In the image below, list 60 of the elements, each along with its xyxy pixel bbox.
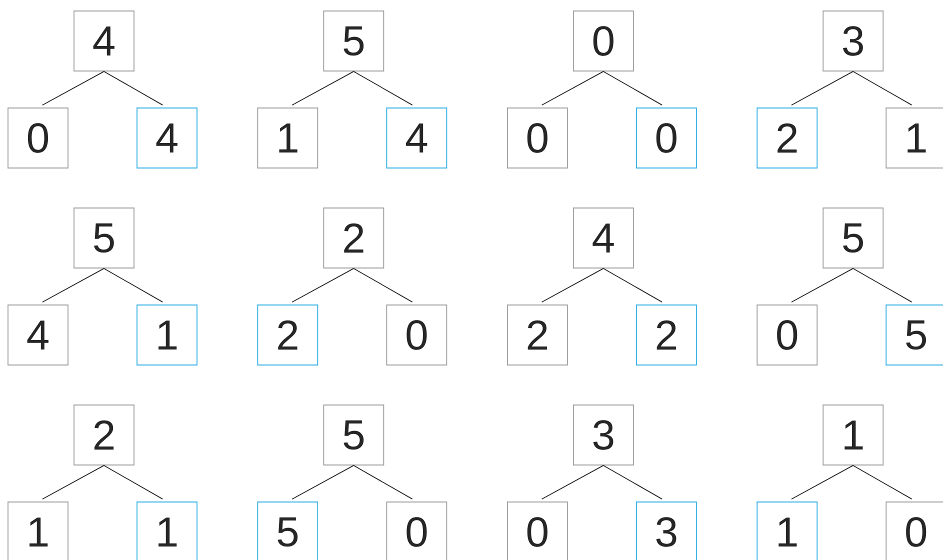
connector-line [602, 71, 663, 106]
connector-line [541, 268, 604, 303]
number-box: 3 [636, 502, 697, 560]
connector-line [292, 71, 354, 106]
number-box: 1 [136, 304, 198, 366]
connector-line [42, 71, 104, 106]
number-box: 0 [572, 10, 634, 72]
number-box: 5 [74, 208, 134, 268]
number-box: 1 [8, 502, 68, 560]
number-box: 5 [822, 208, 884, 268]
connector-line [541, 465, 604, 500]
connector-line [852, 71, 912, 106]
number-box: 2 [756, 108, 818, 168]
connector-line [541, 71, 604, 106]
number-box: 5 [323, 404, 384, 466]
connector-line [852, 268, 912, 303]
connector-line [292, 465, 354, 500]
connector-line [104, 465, 164, 500]
number-box: 5 [257, 502, 318, 560]
number-box: 1 [886, 108, 943, 168]
number-box: 2 [323, 208, 384, 268]
number-box: 0 [8, 108, 68, 168]
number-box: 5 [323, 10, 384, 72]
number-box: 2 [74, 404, 134, 466]
connector-line [852, 465, 912, 500]
number-box: 2 [257, 304, 318, 366]
connector-line [353, 465, 413, 500]
connector-line [791, 465, 854, 500]
connector-line [42, 268, 104, 303]
number-box: 0 [386, 304, 448, 366]
number-box: 0 [886, 502, 943, 560]
connector-line [791, 71, 854, 106]
number-box: 1 [756, 502, 818, 560]
connector-line [104, 268, 164, 303]
connector-line [104, 71, 164, 106]
number-box: 0 [756, 304, 818, 366]
connector-line [292, 268, 354, 303]
number-box: 4 [572, 208, 634, 268]
number-box: 5 [886, 304, 943, 366]
number-box: 2 [506, 304, 568, 366]
number-box: 1 [257, 108, 318, 168]
connector-line [602, 268, 663, 303]
number-box: 0 [506, 502, 568, 560]
number-box: 1 [822, 404, 884, 466]
number-box: 2 [636, 304, 697, 366]
connector-line [353, 71, 413, 106]
number-box: 4 [136, 108, 198, 168]
number-box: 0 [386, 502, 448, 560]
connector-line [602, 465, 663, 500]
connector-line [42, 465, 104, 500]
number-box: 3 [822, 10, 884, 72]
number-box: 3 [572, 404, 634, 466]
number-box: 0 [636, 108, 697, 168]
number-box: 0 [506, 108, 568, 168]
number-box: 4 [74, 10, 134, 72]
connector-line [791, 268, 854, 303]
number-box: 4 [8, 304, 68, 366]
number-box: 1 [136, 502, 198, 560]
connector-line [353, 268, 413, 303]
number-box: 4 [386, 108, 448, 168]
